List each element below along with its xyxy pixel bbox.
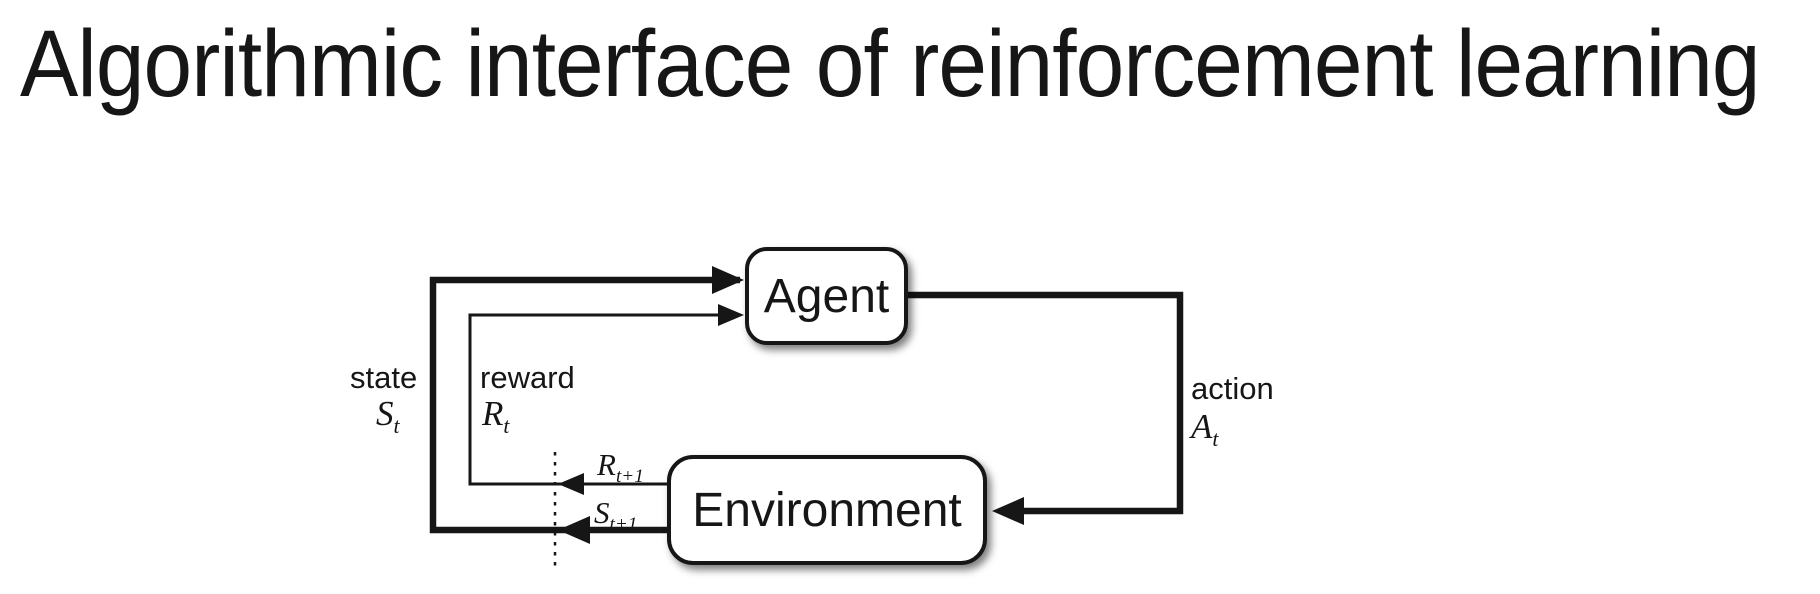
state-symbol-subscript: t (393, 414, 400, 438)
next-reward-symbol-subscript: t+1 (615, 466, 644, 488)
action-flow-line (908, 291, 1184, 515)
environment-node-label: Environment (692, 483, 962, 537)
action-word-label: action (1191, 371, 1274, 406)
state-word-label: state (350, 360, 418, 395)
environment-node: Environment (667, 455, 987, 565)
state-flow-line (429, 276, 740, 534)
state-symbol: St (376, 394, 400, 437)
agent-node-label: Agent (763, 269, 890, 323)
reward-word-label: reward (480, 360, 575, 395)
next-reward-symbol: Rt+1 (597, 447, 644, 486)
next-state-symbol: St+1 (594, 495, 637, 534)
action-into-environment-arrowhead-icon (992, 497, 1024, 525)
next-reward-symbol-base: R (597, 447, 616, 482)
next-state-symbol-base: S (594, 495, 610, 530)
action-symbol-base: A (1191, 407, 1213, 446)
agent-node: Agent (745, 247, 908, 345)
reward-symbol-base: R (482, 394, 504, 433)
state-into-agent-arrowhead-icon (712, 266, 744, 294)
reward-symbol-subscript: t (503, 414, 510, 438)
page-title: Algorithmic interface of reinforcement l… (20, 11, 1761, 117)
next-state-boundary-arrowhead-icon (558, 516, 590, 544)
action-symbol-subscript: t (1212, 427, 1219, 451)
action-symbol: At (1191, 407, 1218, 450)
reward-symbol: Rt (482, 394, 509, 437)
next-reward-boundary-arrowhead-icon (558, 473, 584, 495)
next-state-symbol-subscript: t+1 (609, 514, 638, 536)
state-symbol-base: S (376, 394, 394, 433)
reward-into-agent-arrowhead-icon (718, 304, 744, 326)
